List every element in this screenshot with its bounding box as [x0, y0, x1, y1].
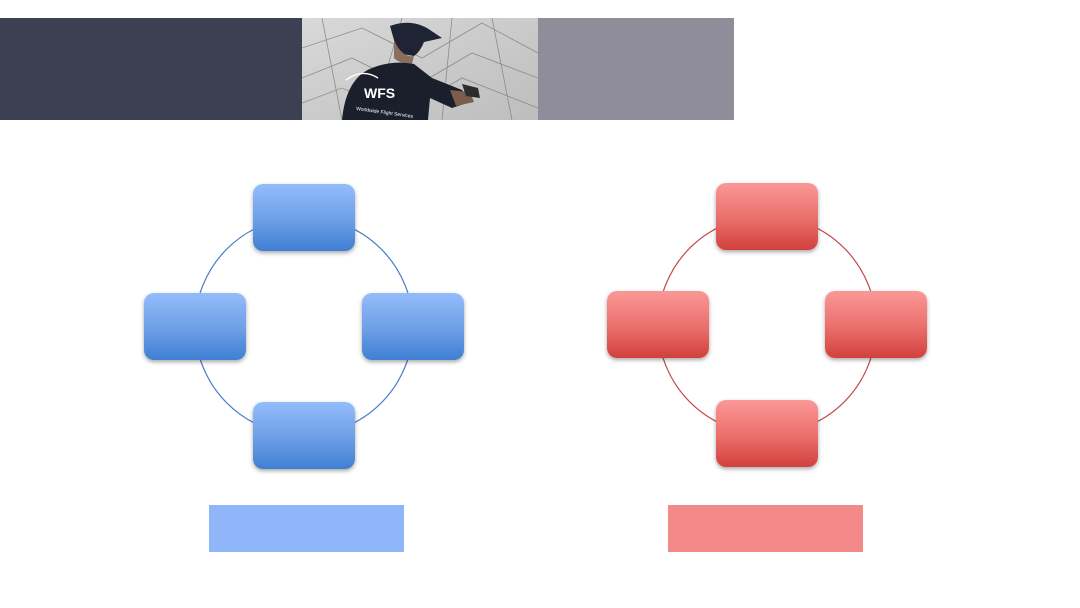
blue-node-right: [362, 293, 464, 360]
red-node-bottom: [716, 400, 818, 467]
red-node-top-label: [716, 183, 818, 250]
blue-node-top: [253, 184, 355, 251]
header-banner-left: [0, 18, 302, 120]
blue-node-bottom: [253, 402, 355, 469]
blue-node-bottom-label: [253, 402, 355, 469]
header-photo: WFS Worldwide Flight Services: [302, 18, 538, 120]
blue-node-right-label: [362, 293, 464, 360]
red-node-bottom-label: [716, 400, 818, 467]
blue-node-top-label: [253, 184, 355, 251]
red-node-right-label: [825, 291, 927, 358]
blue-caption-text: [209, 505, 404, 552]
red-node-top: [716, 183, 818, 250]
red-node-right: [825, 291, 927, 358]
shirt-logo-text: WFS: [364, 85, 395, 101]
header-banner-right: [538, 18, 734, 120]
blue-caption-box: [209, 505, 404, 552]
red-node-left: [607, 291, 709, 358]
red-caption-text: [668, 505, 863, 552]
blue-node-left: [144, 293, 246, 360]
worker-photo-image: WFS Worldwide Flight Services: [302, 18, 538, 120]
red-caption-box: [668, 505, 863, 552]
blue-node-left-label: [144, 293, 246, 360]
red-node-left-label: [607, 291, 709, 358]
